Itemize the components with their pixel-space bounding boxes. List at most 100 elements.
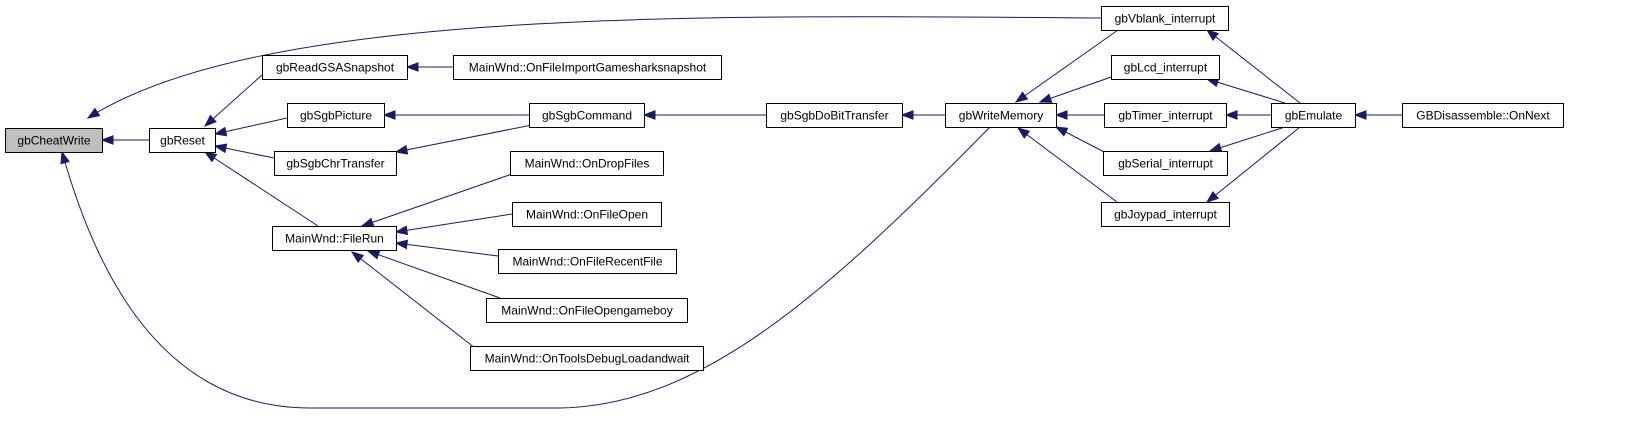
node-label: gbCheatWrite xyxy=(17,134,90,148)
edge-gbSgbPicture-to-gbReset xyxy=(213,117,288,137)
node-label: MainWnd::FileRun xyxy=(285,232,384,246)
node-label: gbReset xyxy=(160,134,205,148)
node-label: gbSgbCommand xyxy=(542,109,632,123)
edge-arrowhead xyxy=(213,126,228,137)
node-gbSgbChrTransfer[interactable]: gbSgbChrTransfer xyxy=(274,151,397,176)
node-OnFileImportGamesharksnapshot[interactable]: MainWnd::OnFileImportGamesharksnapshot xyxy=(453,55,722,80)
node-box[interactable] xyxy=(529,103,645,128)
edge-arrowhead xyxy=(405,62,419,72)
edge-gbWriteMemory-to-gbSgbDoBitTransfer xyxy=(900,110,945,120)
node-gbWriteMemory[interactable]: gbWriteMemory xyxy=(945,103,1057,128)
edge-gbEmulate-to-gbJoypad_interrupt xyxy=(1205,126,1301,203)
node-label: gbJoypad_interrupt xyxy=(1114,208,1217,222)
edge-arrowhead xyxy=(203,114,217,127)
edge-gbSgbChrTransfer-to-gbReset xyxy=(213,143,275,159)
node-box[interactable] xyxy=(512,202,662,227)
node-OnToolsDebugLoadandwait[interactable]: MainWnd::OnToolsDebugLoadandwait xyxy=(470,346,704,371)
edge-arrowhead xyxy=(86,107,101,119)
edge-line xyxy=(1206,78,1286,104)
edge-gbSerial_interrupt-to-gbWriteMemory xyxy=(1054,126,1111,156)
node-box[interactable] xyxy=(1101,202,1230,227)
edge-arrowhead xyxy=(1038,93,1053,103)
edge-line xyxy=(351,251,476,349)
node-OnFileOpen[interactable]: MainWnd::OnFileOpen xyxy=(512,202,662,227)
edge-gbVblank_interrupt-to-gbCheatWrite xyxy=(86,16,1102,119)
node-box[interactable] xyxy=(453,55,722,80)
node-box[interactable] xyxy=(274,151,397,176)
node-gbVblank_interrupt[interactable]: gbVblank_interrupt xyxy=(1101,6,1229,31)
node-box[interactable] xyxy=(470,346,704,371)
edge-line xyxy=(395,242,499,257)
edge-line xyxy=(1206,29,1301,104)
edge-line xyxy=(361,172,516,227)
node-box[interactable] xyxy=(486,298,688,323)
node-label: gbSgbDoBitTransfer xyxy=(780,109,888,123)
edge-gbSgbCommand-to-gbSgbChrTransfer xyxy=(394,124,533,155)
node-label: MainWnd::OnFileImportGamesharksnapshot xyxy=(469,61,707,75)
node-box[interactable] xyxy=(149,128,216,153)
edge-arrowhead xyxy=(1353,110,1367,120)
node-box[interactable] xyxy=(1104,103,1227,128)
node-box[interactable] xyxy=(5,128,103,153)
edge-arrowhead xyxy=(213,143,228,154)
edge-arrowhead xyxy=(394,144,409,155)
edge-arrowhead xyxy=(394,225,409,236)
node-box[interactable] xyxy=(1402,103,1564,128)
edge-line xyxy=(214,117,288,135)
node-label: gbVblank_interrupt xyxy=(1115,12,1216,26)
edge-arrowhead xyxy=(1054,110,1068,120)
edge-line xyxy=(367,250,501,299)
node-box[interactable] xyxy=(1111,55,1220,80)
node-box[interactable] xyxy=(766,103,903,128)
edge-line xyxy=(204,74,263,127)
node-FileRun[interactable]: MainWnd::FileRun xyxy=(272,226,397,251)
node-gbReset[interactable]: gbReset xyxy=(149,128,216,153)
node-box[interactable] xyxy=(262,55,408,80)
node-box[interactable] xyxy=(945,103,1057,128)
edge-gbReadGSASnapshot-to-gbReset xyxy=(203,74,263,127)
edge-arrowhead xyxy=(1054,126,1069,137)
edge-arrowhead xyxy=(366,250,381,260)
edge-line xyxy=(1017,127,1118,203)
edge-arrowhead xyxy=(350,251,365,263)
node-gbSgbDoBitTransfer[interactable]: gbSgbDoBitTransfer xyxy=(766,103,903,128)
edge-OnFileOpengameboy-to-FileRun xyxy=(366,250,501,299)
node-box[interactable] xyxy=(498,249,677,274)
node-label: gbSerial_interrupt xyxy=(1118,157,1213,171)
node-box[interactable] xyxy=(287,103,385,128)
edge-line xyxy=(87,16,1102,119)
node-box[interactable] xyxy=(510,151,664,176)
edge-arrowhead xyxy=(100,135,114,145)
node-gbSgbPicture[interactable]: gbSgbPicture xyxy=(287,103,385,128)
edge-OnFileOpen-to-FileRun xyxy=(394,213,513,236)
node-box[interactable] xyxy=(272,226,397,251)
node-OnFileRecentFile[interactable]: MainWnd::OnFileRecentFile xyxy=(498,249,677,274)
node-gbLcd_interrupt[interactable]: gbLcd_interrupt xyxy=(1111,55,1220,80)
node-gbJoypad_interrupt[interactable]: gbJoypad_interrupt xyxy=(1101,202,1230,227)
node-box[interactable] xyxy=(1271,103,1356,128)
node-gbCheatWrite[interactable]: gbCheatWrite xyxy=(5,128,103,153)
node-box[interactable] xyxy=(1101,6,1229,31)
node-OnDropFiles[interactable]: MainWnd::OnDropFiles xyxy=(510,151,664,176)
node-label: gbLcd_interrupt xyxy=(1124,61,1208,75)
node-label: gbReadGSASnapshot xyxy=(276,61,395,75)
node-gbEmulate[interactable]: gbEmulate xyxy=(1271,103,1356,128)
edge-gbJoypad_interrupt-to-gbWriteMemory xyxy=(1016,127,1118,203)
edge-line xyxy=(204,151,319,227)
edge-arrowhead xyxy=(1205,190,1220,203)
node-gbSerial_interrupt[interactable]: gbSerial_interrupt xyxy=(1103,151,1228,176)
edge-gbWriteMemory-to-gbCheatWrite xyxy=(60,126,991,409)
edge-line xyxy=(1015,29,1119,103)
edge-arrowhead xyxy=(60,150,70,165)
node-OnFileOpengameboy[interactable]: MainWnd::OnFileOpengameboy xyxy=(486,298,688,323)
edge-line xyxy=(395,124,533,153)
node-gbReadGSASnapshot[interactable]: gbReadGSASnapshot xyxy=(262,55,408,80)
edge-gbEmulate-to-gbTimer_interrupt xyxy=(1224,110,1271,120)
edge-arrowhead xyxy=(900,110,914,120)
node-gbSgbCommand[interactable]: gbSgbCommand xyxy=(529,103,645,128)
node-GBDisassembleOnNext[interactable]: GBDisassemble::OnNext xyxy=(1402,103,1564,128)
node-gbTimer_interrupt[interactable]: gbTimer_interrupt xyxy=(1104,103,1227,128)
node-box[interactable] xyxy=(1103,151,1228,176)
